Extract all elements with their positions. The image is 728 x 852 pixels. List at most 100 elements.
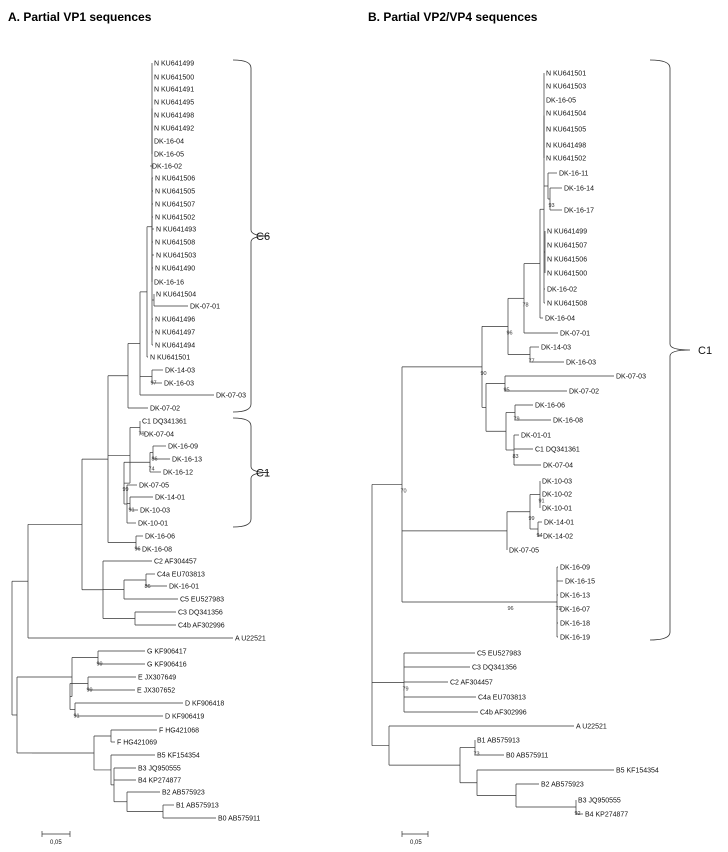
panel-b-leaf-label: DK-16-17	[564, 208, 594, 215]
panel-a-bootstrap-value: 79	[139, 432, 145, 438]
panel-b-leaf-label: B1 AB575913	[477, 738, 520, 745]
panel-b-bootstrap-value: 78	[523, 302, 529, 308]
panel-b-leaf-label: DK-07-05	[509, 548, 539, 555]
panel-a-leaf-label: DK-07-04	[144, 432, 174, 439]
panel-a-clade-c6-label: C6	[256, 231, 270, 243]
clade-braces	[232, 59, 691, 641]
panel-a-leaf-label: DK-16-02	[152, 164, 182, 171]
panel-b-leaf-label: N KU641501	[546, 71, 586, 78]
panel-a-leaf-label: C3 DQ341356	[178, 610, 223, 617]
panel-a-leaf-label: F HG421068	[159, 728, 199, 735]
panel-b-leaf-label: DK-16-03	[566, 360, 596, 367]
panel-b-leaf-label: N KU641507	[547, 243, 587, 250]
panel-a-leaf-label: DK-14-03	[165, 368, 195, 375]
panel-a-leaf-label: E JX307649	[138, 675, 176, 682]
panel-b-bootstrap-value: 79	[556, 606, 562, 612]
panel-a-leaf-label: C4a EU703813	[157, 572, 205, 579]
panel-b-leaf-label: N KU641505	[546, 127, 586, 134]
panel-a-leaf-label: B5 KF154354	[157, 753, 200, 760]
panel-a-bootstrap-value: 91	[129, 508, 135, 514]
panel-b-leaf-label: DK-10-02	[542, 492, 572, 499]
panel-b-leaf-label: DK-16-19	[560, 635, 590, 642]
panel-b-leaf-label: B4 KP274877	[585, 812, 628, 819]
panel-a-bootstrap-value: 91	[74, 714, 80, 720]
panel-b-leaf-label: B5 KF154354	[616, 768, 659, 775]
panel-b-title: B. Partial VP2/VP4 sequences	[368, 10, 538, 24]
panel-a-leaf-label: DK-10-03	[140, 508, 170, 515]
panel-a-leaf-label: N KU641492	[154, 126, 194, 133]
panel-a-leaf-label: C4b AF302996	[178, 623, 225, 630]
panel-b-leaf-label: C1 DQ341361	[535, 447, 580, 454]
panel-b-bootstrap-value: 93	[549, 203, 555, 209]
panel-b-bootstrap-value: 73	[474, 752, 480, 758]
panel-a-leaf-label: N KU641495	[154, 100, 194, 107]
panel-b-leaf-label: DK-07-02	[569, 389, 599, 396]
panel-b-leaf-label: DK-16-15	[565, 579, 595, 586]
panel-a-leaf-label: C5 EU527983	[180, 597, 224, 604]
panel-b-leaf-label: DK-01-01	[521, 433, 551, 440]
panel-b-leaf-label: DK-16-09	[560, 565, 590, 572]
panel-a-bootstrap-value: 96	[135, 547, 141, 553]
panel-a-leaf-label: DK-16-13	[172, 457, 202, 464]
panel-a-leaf-label: DK-16-01	[169, 584, 199, 591]
panel-b-leaf-label: DK-16-11	[559, 171, 589, 178]
panel-a-leaf-label: B1 AB575913	[176, 803, 219, 810]
panel-a-leaf-label: N KU641498	[154, 113, 194, 120]
panel-b-leaf-label: DK-10-01	[542, 506, 572, 513]
panel-a-leaf-label: DK-16-16	[154, 280, 184, 287]
panel-b-clade-c1-brace	[649, 59, 691, 641]
tree-branches	[11, 63, 614, 837]
panel-a-leaf-label: DK-07-01	[190, 304, 220, 311]
panel-a-bootstrap-value: 99	[123, 487, 129, 493]
panel-b-bootstrap-value: 96	[508, 606, 514, 612]
panel-b-clade-c1-label: C1	[698, 345, 712, 357]
panel-b-leaf-label: DK-16-07	[560, 607, 590, 614]
panel-a-clade-c1-brace	[232, 417, 270, 528]
panel-a-leaf-label: DK-07-03	[216, 393, 246, 400]
panel-a-leaf-label: F HG421069	[117, 740, 157, 747]
panel-b-bootstrap-value: 92	[575, 811, 581, 817]
panel-a-leaf-label: DK-07-02	[150, 406, 180, 413]
panel-b-leaf-label: DK-16-18	[560, 621, 590, 628]
panel-b-bootstrap-value: 99	[529, 516, 535, 522]
panel-a-leaf-label: B0 AB575911	[218, 816, 260, 823]
panel-b-scale-label: 0,05	[410, 840, 422, 846]
panel-b-bootstrap-value: 70	[401, 488, 407, 494]
panel-a-leaf-label: G KF906417	[147, 649, 187, 656]
panel-a-leaf-label: DK-16-08	[142, 547, 172, 554]
panel-b-leaf-label: B0 AB575911	[506, 753, 548, 760]
panel-a-leaf-label: B2 AB575923	[162, 790, 205, 797]
panel-b-leaf-label: N KU641500	[547, 271, 587, 278]
panel-a-leaf-label: N KU641490	[155, 266, 195, 273]
panel-b-bootstrap-value: 79	[514, 417, 520, 423]
panel-a-leaf-label: N KU641508	[155, 240, 195, 247]
panel-a-leaf-label: N KU641507	[155, 202, 195, 209]
panel-a-leaf-label: N KU641491	[154, 87, 194, 94]
panel-b-leaf-label: N KU641508	[547, 301, 587, 308]
panel-a-leaf-label: D KF906419	[165, 714, 204, 721]
panel-b-leaf-label: DK-14-01	[544, 520, 574, 527]
panel-b-bootstrap-value: 90	[481, 371, 487, 377]
panel-b-leaf-label: DK-16-05	[546, 98, 576, 105]
panel-a-leaf-label: D KF906418	[185, 701, 224, 708]
panel-a-leaf-label: C2 AF304457	[154, 559, 197, 566]
panel-a-leaf-label: E JX307652	[137, 688, 175, 695]
panel-a-leaf-label: N KU641497	[155, 330, 195, 337]
panel-b-leaf-label: A U22521	[576, 724, 607, 731]
panel-b-leaf-label: DK-16-13	[560, 593, 590, 600]
panel-b-leaf-label: DK-16-06	[535, 403, 565, 410]
panel-a-leaf-label: DK-16-12	[163, 470, 193, 477]
panel-a-clade-c6-brace	[232, 59, 270, 413]
panel-b-leaf-label: C4a EU703813	[478, 695, 526, 702]
panel-a-leaf-label: N KU641494	[155, 343, 195, 350]
panel-a-leaf-label: N KU641502	[155, 215, 195, 222]
panel-b-leaf-label: DK-16-04	[545, 316, 575, 323]
panel-a-bootstrap-value: 99	[87, 688, 93, 694]
panel-b-leaf-label: C2 AF304457	[450, 680, 493, 687]
panel-b-leaf-label: DK-07-03	[616, 374, 646, 381]
panel-b-leaf-label: DK-16-08	[553, 418, 583, 425]
panel-a-leaf-label: DK-16-05	[154, 152, 184, 159]
panel-b-bootstrap-value: 94	[537, 533, 543, 539]
